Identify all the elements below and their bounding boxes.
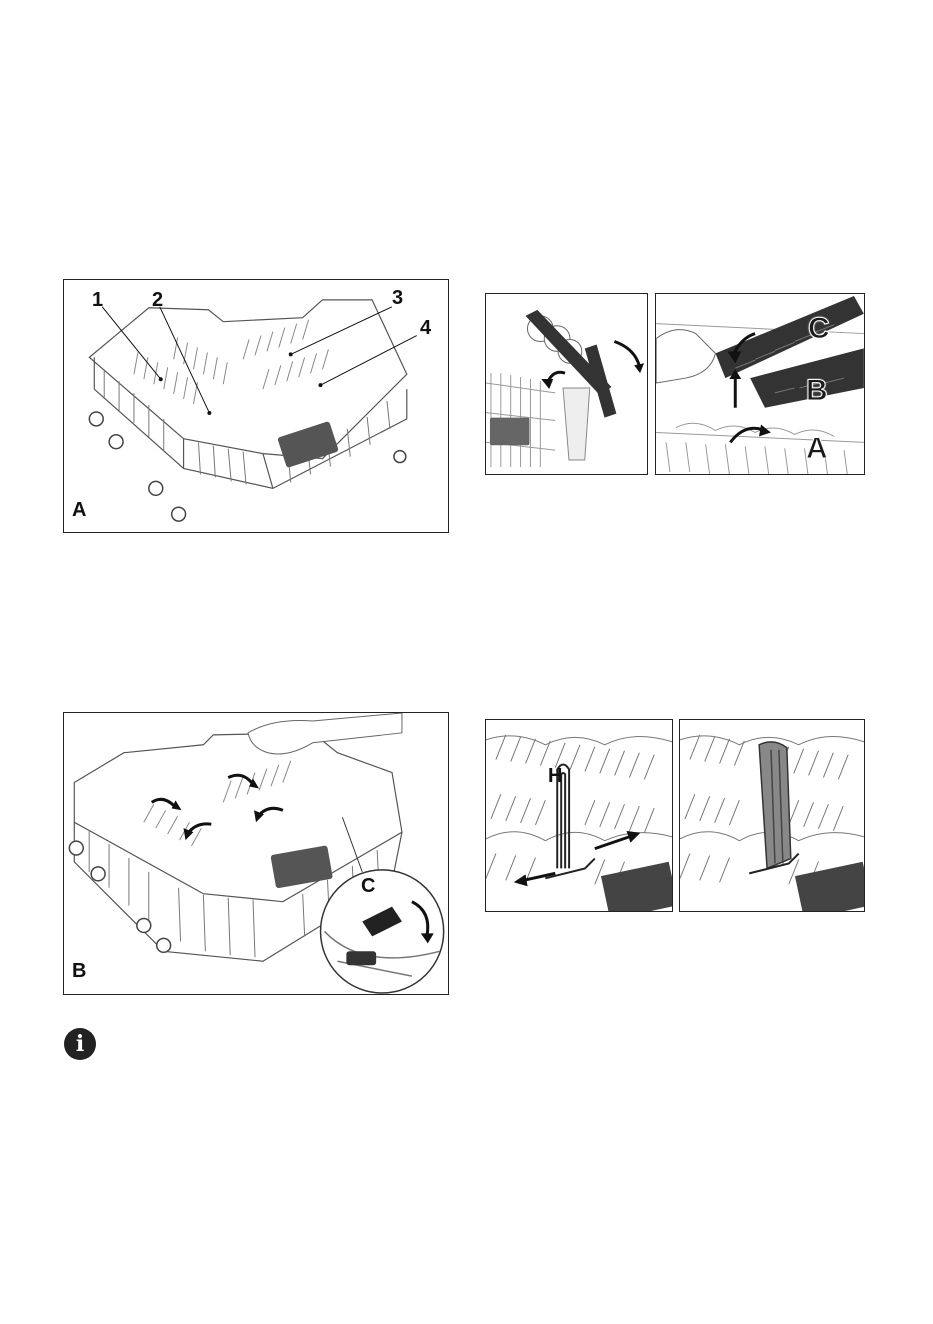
step-label-b: B bbox=[806, 376, 828, 406]
h-label: H bbox=[548, 766, 562, 786]
step-label-c: C bbox=[808, 314, 830, 344]
h-holder-raised-illustration bbox=[486, 720, 672, 911]
lower-basket-illustration bbox=[64, 280, 448, 532]
detail-label-c: C bbox=[361, 876, 375, 896]
callout-2: 2 bbox=[152, 290, 163, 310]
figure-a-corner-label: A bbox=[72, 500, 86, 520]
callout-3: 3 bbox=[392, 288, 403, 308]
figure-a-lower-basket: 1 2 3 4 A bbox=[63, 279, 449, 533]
detail-magnifier bbox=[321, 870, 444, 993]
info-icon: i bbox=[64, 1028, 96, 1060]
figure-b-corner-label: B bbox=[72, 961, 86, 981]
h-holder-folded-illustration bbox=[680, 720, 864, 911]
cup-rack-steps-illustration bbox=[656, 294, 864, 474]
figure-b-fold-tines: C B bbox=[63, 712, 449, 995]
cup-rack-fold-illustration bbox=[486, 294, 647, 474]
figure-cup-rack-steps: C B A bbox=[655, 293, 865, 475]
callout-4: 4 bbox=[420, 318, 431, 338]
step-label-a: A bbox=[806, 434, 828, 464]
figure-h-folded bbox=[679, 719, 865, 912]
fold-tines-illustration bbox=[64, 713, 448, 994]
figure-h-raised: H bbox=[485, 719, 673, 912]
figure-cup-rack-fold bbox=[485, 293, 648, 475]
callout-1: 1 bbox=[92, 290, 103, 310]
